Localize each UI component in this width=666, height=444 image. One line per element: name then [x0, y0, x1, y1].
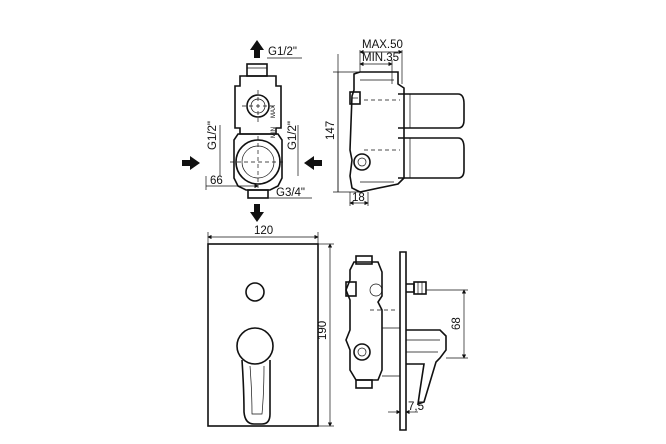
- dim-68-label: 68: [451, 317, 463, 330]
- flow-arrow-right-icon: [182, 156, 200, 170]
- flow-arrow-down-icon: [250, 204, 264, 222]
- thread-right-label: G1/2": [287, 121, 299, 150]
- dim-max50-label: MAX.50: [362, 39, 403, 51]
- dim-190-label: 190: [317, 321, 329, 340]
- body-min-label: MIN: [271, 127, 277, 138]
- flow-arrow-left-icon: [304, 156, 322, 170]
- dim-66-label: 66: [210, 175, 223, 187]
- dim-7-5-label: 7,5: [408, 401, 424, 413]
- dim-18-label: 18: [352, 192, 365, 204]
- thread-bottom-label: G3/4": [276, 187, 305, 199]
- dim-120-label: 120: [254, 225, 273, 237]
- flow-arrow-up-icon: [250, 40, 264, 58]
- valve-body-side-view: MAX.50 MIN.35 147 18: [325, 39, 465, 206]
- assembly-side-view: 68 7,5: [345, 251, 468, 431]
- thread-top-label: G1/2": [268, 46, 297, 58]
- dim-147-label: 147: [325, 121, 337, 140]
- valve-body-front-view: MAX MIN G1/2" G1/2" G1/2" 66 G3/4": [182, 40, 322, 222]
- dim-min35-label: MIN.35: [362, 52, 399, 64]
- thread-left-label: G1/2": [207, 121, 219, 150]
- cover-plate-front-view: 120 190: [207, 225, 334, 427]
- body-max-label: MAX: [271, 105, 277, 118]
